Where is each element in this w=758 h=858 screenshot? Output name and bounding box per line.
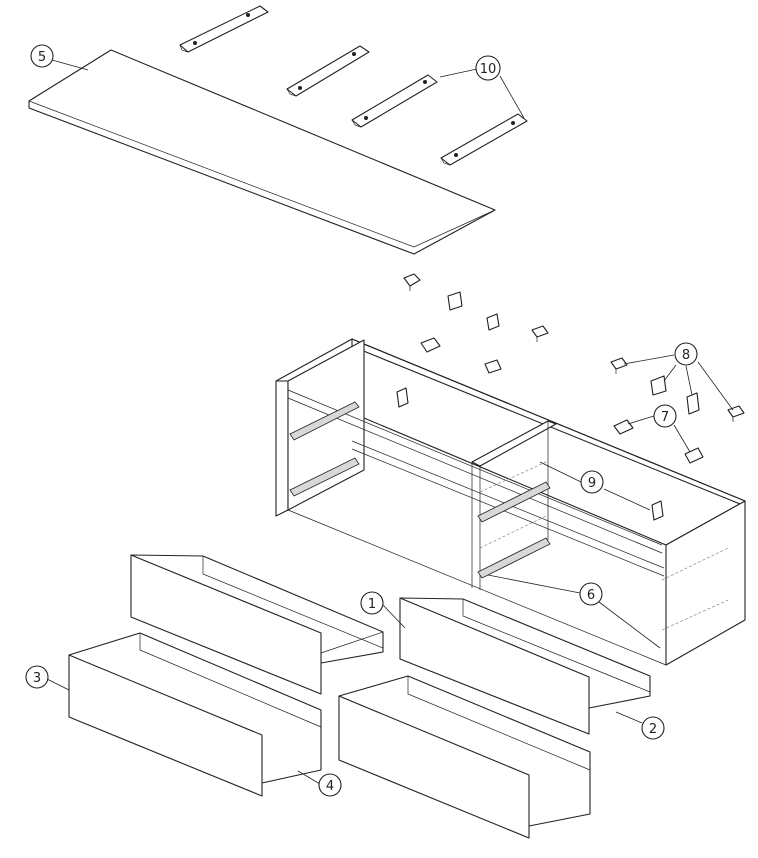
fitting-part-8 [650,375,667,396]
wall-bracket-part-10 [286,45,370,97]
drawer-lower-right [338,675,591,839]
callout-9: 9 [580,470,604,494]
fitting-part-8 [531,325,549,342]
fitting-part-8 [610,357,628,374]
drawer-lower-left [68,632,322,797]
callout-2: 2 [641,716,665,740]
callout-6: 6 [579,582,603,606]
fitting-part-7 [420,337,441,353]
fitting-part-8 [403,273,421,291]
callout-label: 4 [326,779,334,794]
callout-10: 10 [475,55,501,81]
fitting-part-7 [484,359,502,374]
drawer-runner-part-6 [289,401,729,631]
callout-label: 10 [480,62,497,77]
callout-7: 7 [653,404,677,428]
callout-label: 8 [682,348,690,363]
fitting-part-7 [613,419,634,435]
fitting-part-8 [686,392,700,415]
callout-3: 3 [25,665,49,689]
fitting-part-8 [447,291,463,311]
callout-leaders [46,59,734,785]
fitting-part-7 [684,447,704,464]
callout-label: 2 [649,722,657,737]
callout-1: 1 [360,591,384,615]
drawer-upper-left [130,554,384,695]
callout-label: 5 [38,50,46,65]
callout-label: 1 [368,597,376,612]
callout-label: 7 [661,410,669,425]
fitting-part-8 [727,405,745,422]
callout-5: 5 [30,44,54,68]
callout-label: 9 [588,476,596,491]
callout-8: 8 [674,342,698,366]
drawer-upper-right [399,597,651,735]
wall-bracket-part-10 [351,74,438,128]
top-panel-part-5 [28,49,496,255]
wall-bracket-part-10 [440,113,528,166]
cabinet-fitting-part-9 [396,387,664,521]
wall-bracket-part-10 [179,5,269,53]
fitting-part-8 [486,313,500,331]
callout-4: 4 [318,773,342,797]
cabinet-carcass [275,338,746,666]
callout-label: 6 [587,588,595,603]
callout-label: 3 [33,671,41,686]
